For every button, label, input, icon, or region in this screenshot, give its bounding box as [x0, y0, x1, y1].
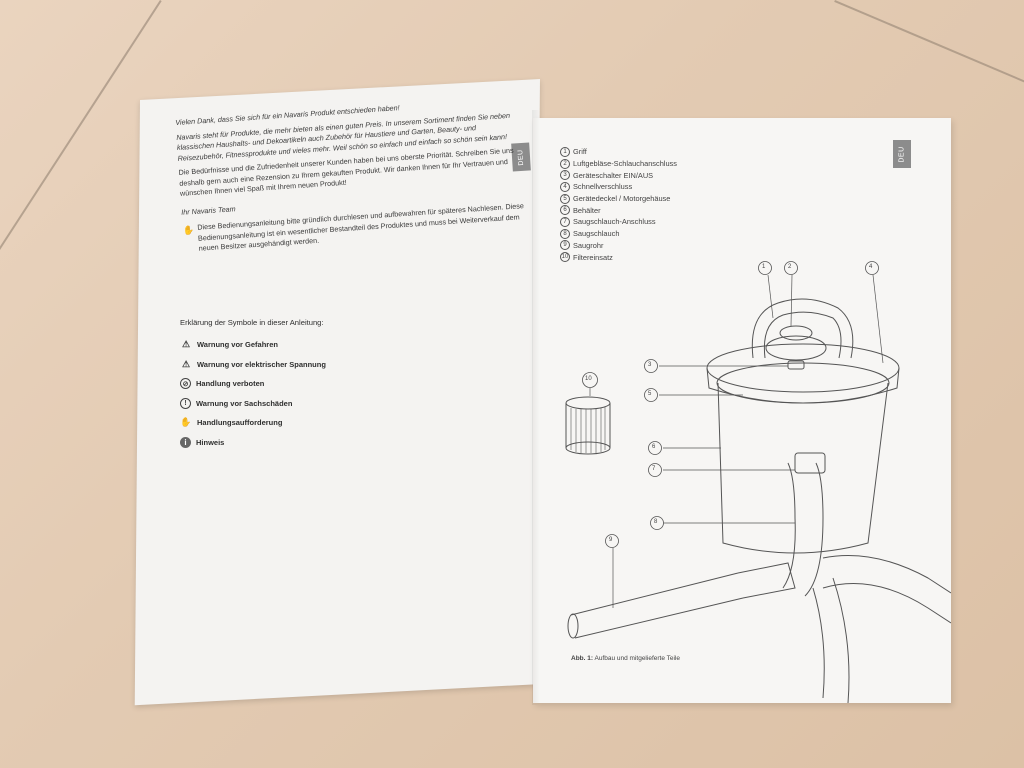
callout-label: 5	[648, 391, 652, 397]
callout-5	[644, 388, 658, 402]
part-number: 5	[560, 193, 570, 204]
part-label: Luftgebläse-Schlauchanschluss	[573, 159, 677, 169]
part-number: 4	[560, 181, 570, 192]
callout-label: 3	[648, 362, 652, 368]
part-number: 1	[560, 146, 570, 157]
part-number: 6	[560, 205, 570, 216]
prohibited-icon: ⊘	[180, 378, 191, 390]
symbol-row: ✋ Handlungsaufforderung	[180, 413, 326, 433]
callout-label: 8	[654, 519, 658, 525]
symbol-row: i Hinweis	[180, 433, 326, 453]
part-number: 7	[560, 216, 570, 227]
suction-hose-illustration	[782, 452, 951, 703]
symbol-label: Warnung vor Sachschäden	[196, 398, 293, 408]
part-label: Schnellverschluss	[573, 182, 633, 192]
electric-warning-icon: ⚠	[181, 358, 191, 369]
exclamation-circle-icon: !	[180, 397, 191, 409]
symbol-label: Hinweis	[196, 437, 225, 447]
hand-action-icon: ✋	[180, 417, 192, 428]
intro-text-block: Vielen Dank, dass Sie sich für ein Navar…	[175, 95, 529, 259]
part-number: 9	[560, 240, 570, 251]
part-number: 10	[560, 252, 570, 263]
symbol-label: Handlungsaufforderung	[197, 418, 283, 428]
part-label: Saugschlauch-Anschluss	[573, 217, 656, 227]
callout-4	[865, 261, 879, 275]
part-label: Saugrohr	[573, 240, 604, 250]
warning-triangle-icon: ⚠	[181, 339, 191, 350]
callout-6	[648, 441, 662, 455]
callout-label: 1	[762, 264, 766, 270]
callout-labels: 1 2 3 4 5 6 7 8 9 10	[533, 118, 951, 703]
hand-action-icon: ✋	[182, 224, 195, 236]
callout-label: 2	[788, 264, 792, 270]
language-tab-right: DEU	[893, 140, 911, 168]
info-icon: i	[180, 436, 191, 448]
part-number: 3	[560, 170, 570, 181]
symbol-label: Handlung verboten	[196, 379, 265, 389]
symbol-row: ! Warnung vor Sachschäden	[180, 394, 326, 414]
symbol-row: ⚠ Warnung vor Gefahren	[180, 335, 326, 355]
part-label: Behälter	[573, 205, 601, 215]
symbol-label: Warnung vor Gefahren	[197, 340, 278, 350]
part-label: Filtereinsatz	[573, 252, 613, 262]
filter-insert-illustration	[565, 396, 611, 455]
callout-2	[784, 261, 798, 275]
callout-leaders	[589, 274, 884, 608]
symbol-legend: Erklärung der Symbole in dieser Anleitun…	[180, 318, 326, 452]
suction-tube-illustration	[567, 562, 796, 639]
symbol-row: ⚠ Warnung vor elektrischer Spannung	[180, 355, 326, 375]
caption-text: Aufbau und mitgelieferte Teile	[594, 655, 681, 662]
container-illustration	[706, 298, 900, 554]
callout-label: 4	[869, 264, 873, 270]
callout-3	[644, 359, 658, 373]
callout-10	[582, 372, 598, 388]
callout-label: 6	[652, 444, 656, 450]
caption-label: Abb. 1:	[571, 655, 594, 662]
callout-markers	[582, 261, 879, 548]
part-label: Saugschlauch	[573, 229, 620, 239]
callout-label: 7	[652, 466, 656, 472]
right-page	[533, 118, 951, 703]
callout-label: 9	[609, 537, 613, 543]
callout-label: 10	[585, 376, 592, 382]
callout-1	[758, 261, 772, 275]
vacuum-diagram	[565, 261, 951, 703]
symbols-heading: Erklärung der Symbole in dieser Anleitun…	[180, 318, 324, 327]
symbol-label: Warnung vor elektrischer Spannung	[197, 359, 326, 369]
part-number: 8	[560, 228, 570, 239]
part-label: Griff	[573, 147, 587, 157]
callout-7	[648, 463, 662, 477]
callout-9	[605, 534, 619, 548]
part-number: 2	[560, 158, 570, 169]
booklet-spine	[532, 110, 540, 705]
symbol-row: ⊘ Handlung verboten	[180, 374, 326, 394]
figure-caption: Abb. 1: Aufbau und mitgelieferte Teile	[571, 655, 680, 662]
part-label: Gerätedeckel / Motorgehäuse	[573, 194, 671, 204]
part-label: Geräteschalter EIN/AUS	[573, 170, 654, 180]
callout-8	[650, 516, 664, 530]
